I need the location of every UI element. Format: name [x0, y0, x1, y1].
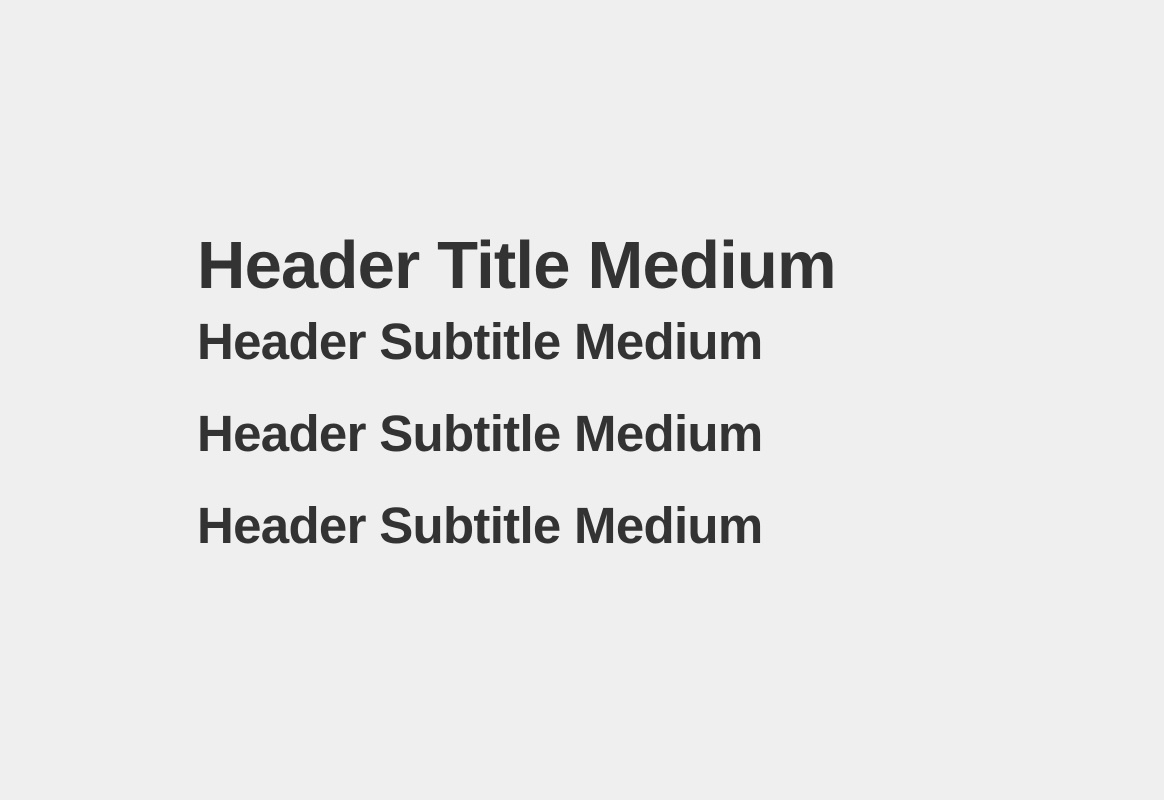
header-text-stack: Header Title Medium Header Subtitle Medi…	[197, 226, 1097, 556]
header-title: Header Title Medium	[197, 228, 837, 303]
header-subtitle-3: Header Subtitle Medium	[197, 497, 763, 554]
header-subtitle-2: Header Subtitle Medium	[197, 405, 763, 462]
header-subtitle-1: Header Subtitle Medium	[197, 313, 763, 370]
